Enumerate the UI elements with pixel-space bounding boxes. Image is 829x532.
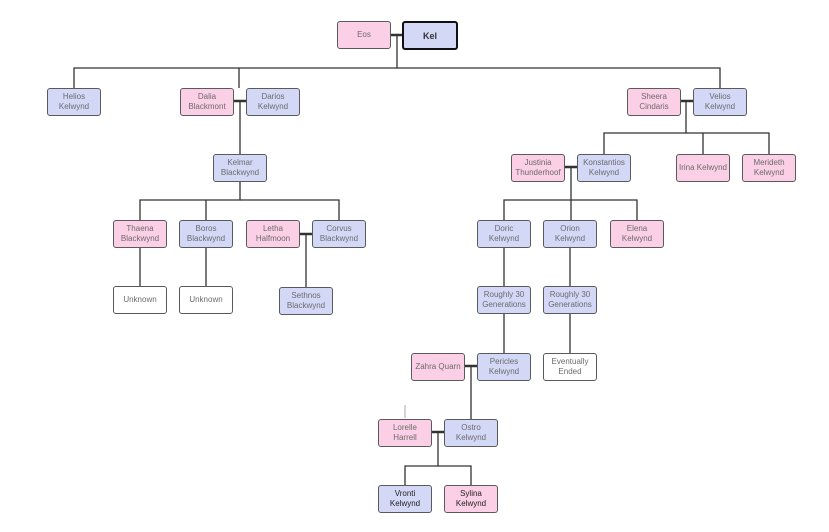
node-lorelle[interactable]: Lorelle Harrell [378,419,432,447]
node-label: Letha Halfmoon [255,224,291,243]
node-orion[interactable]: Orion Kelwynd [543,220,597,248]
node-label: Velios Kelwynd [704,92,736,111]
node-label: Eventually Ended [551,357,589,376]
node-generations-1[interactable]: Roughly 30 Generations [477,286,531,314]
node-label: Unknown [189,295,223,304]
node-vronti[interactable]: Vronti Kelwynd [378,485,432,513]
node-sheera[interactable]: Sheera Cindaris [627,88,681,116]
node-label: Zahra Quarn [415,362,461,371]
node-label: Irina Kelwynd [678,163,728,172]
node-label: Elena Kelwynd [621,224,653,243]
node-ostro[interactable]: Ostro Kelwynd [444,419,498,447]
node-label: Justinia Thunderhoof [515,158,561,177]
node-zahra[interactable]: Zahra Quarn [411,353,465,381]
node-unknown-1[interactable]: Unknown [113,286,167,314]
node-label: Roughly 30 Generations [482,290,526,309]
node-konstantios[interactable]: Konstantios Kelwynd [577,154,631,182]
node-label: Sheera Cindaris [639,92,669,111]
node-label: Helios Kelwynd [58,92,90,111]
node-label: Ostro Kelwynd [455,423,487,442]
node-justinia[interactable]: Justinia Thunderhoof [511,154,565,182]
node-helios[interactable]: Helios Kelwynd [47,88,101,116]
node-label: Unknown [123,295,157,304]
node-label: Vronti Kelwynd [389,489,421,508]
node-velios[interactable]: Velios Kelwynd [693,88,747,116]
node-thaena[interactable]: Thaena Blackwynd [113,220,167,248]
node-label: Pericles Kelwynd [488,357,520,376]
node-letha[interactable]: Letha Halfmoon [246,220,300,248]
node-eventually-ended[interactable]: Eventually Ended [543,353,597,381]
node-kel[interactable]: Kel [402,21,458,50]
node-doric[interactable]: Doric Kelwynd [477,220,531,248]
node-pericles[interactable]: Pericles Kelwynd [477,353,531,381]
node-label: Thaena Blackwynd [120,224,160,243]
node-label: Boros Blackwynd [186,224,226,243]
node-label: Darios Kelwynd [257,92,289,111]
node-label: Kelmar Blackwynd [220,158,260,177]
node-sylina[interactable]: Sylina Kelwynd [444,485,498,513]
node-elena[interactable]: Elena Kelwynd [610,220,664,248]
node-label: Merideth Kelwynd [753,158,785,177]
node-label: Lorelle Harrell [392,423,417,442]
node-label: Orion Kelwynd [554,224,586,243]
node-unknown-2[interactable]: Unknown [179,286,233,314]
node-eos[interactable]: Eos [337,21,391,49]
node-label: Roughly 30 Generations [548,290,592,309]
node-label: Dalia Blackmont [188,92,226,111]
node-sethnos[interactable]: Sethnos Blackwynd [279,287,333,315]
node-label: Sethnos Blackwynd [286,291,326,310]
node-label: Doric Kelwynd [488,224,520,243]
node-dalia[interactable]: Dalia Blackmont [180,88,234,116]
node-label: Eos [357,30,371,39]
node-irina[interactable]: Irina Kelwynd [676,154,730,182]
node-label: Sylina Kelwynd [455,489,487,508]
node-corvus[interactable]: Corvus Blackwynd [312,220,366,248]
node-label: Konstantios Kelwynd [583,158,625,177]
node-label: Corvus Blackwynd [319,224,359,243]
node-kelmar[interactable]: Kelmar Blackwynd [213,154,267,182]
node-label: Kel [422,30,437,41]
node-generations-2[interactable]: Roughly 30 Generations [543,286,597,314]
node-merideth[interactable]: Merideth Kelwynd [742,154,796,182]
node-boros[interactable]: Boros Blackwynd [179,220,233,248]
node-darios[interactable]: Darios Kelwynd [246,88,300,116]
